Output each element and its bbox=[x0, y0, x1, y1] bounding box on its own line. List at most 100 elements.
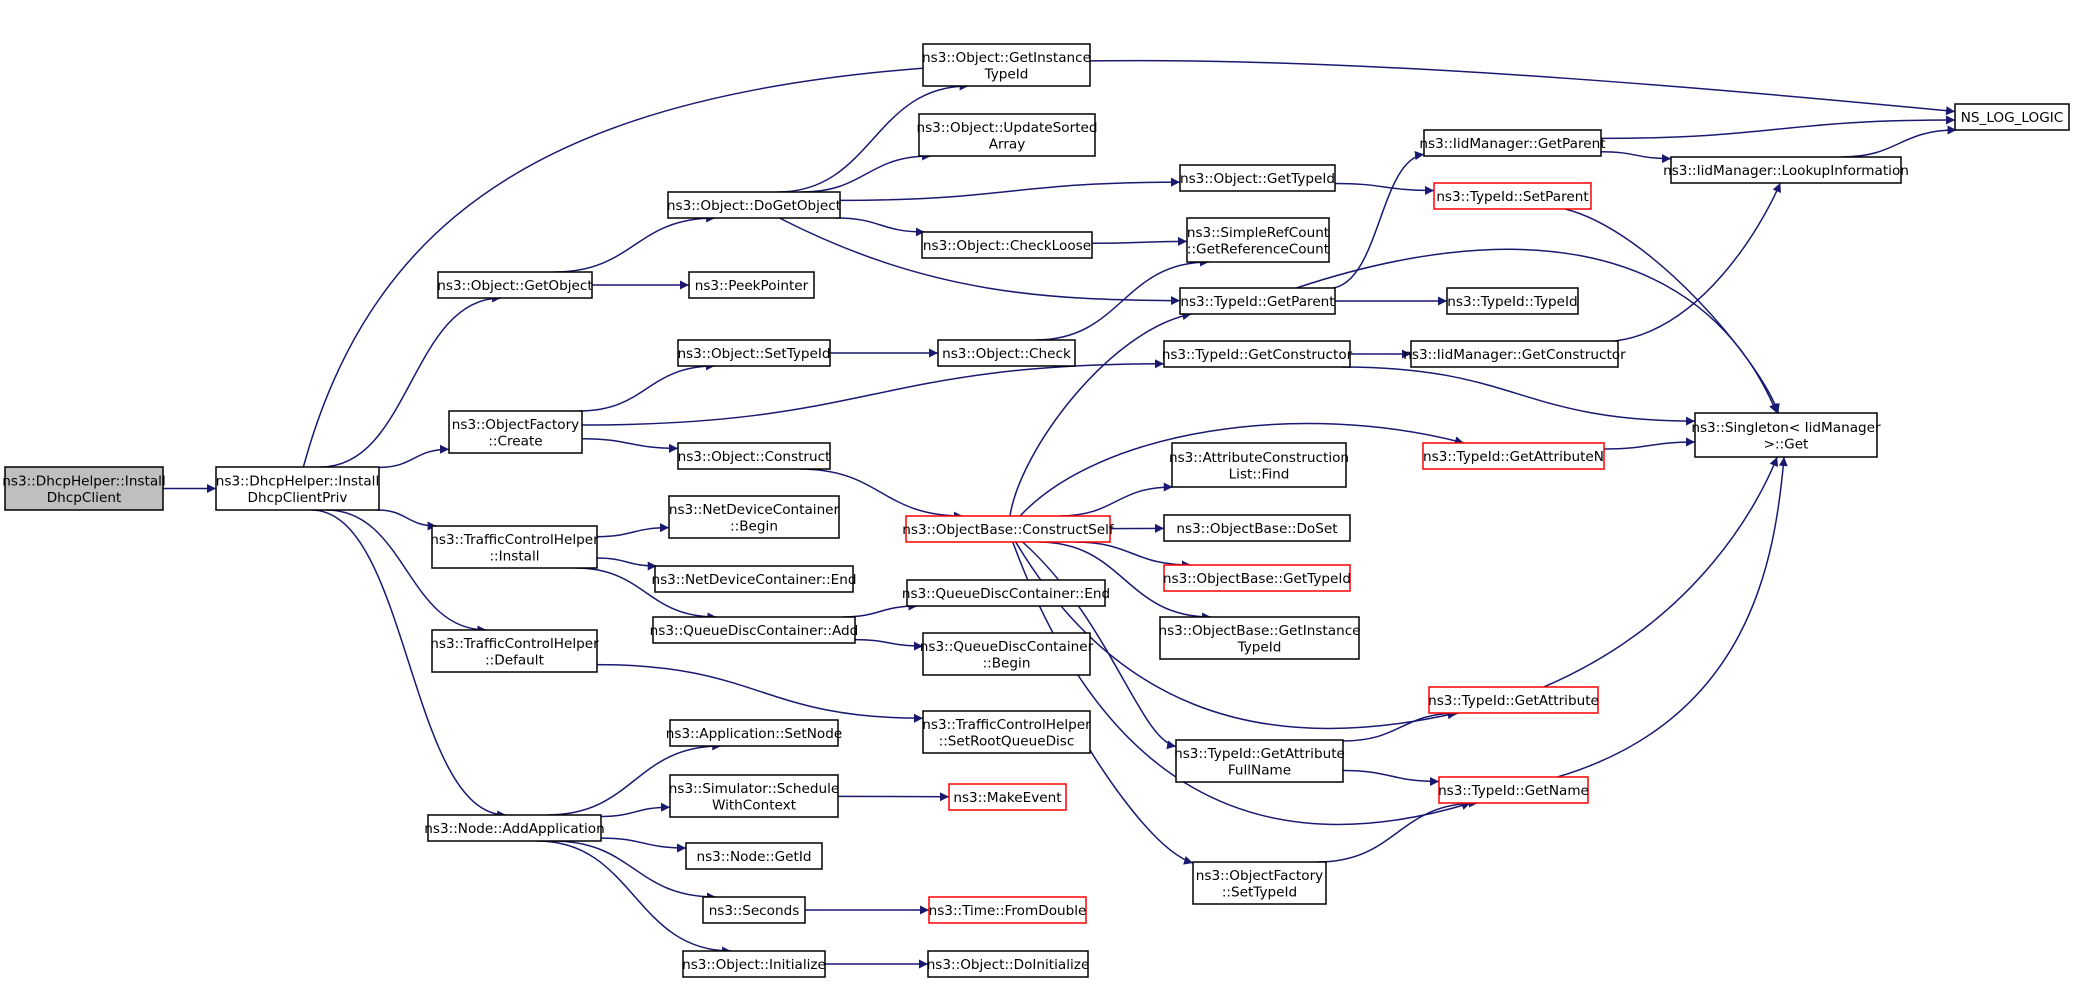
edge-n2-to-n7 bbox=[553, 213, 716, 273]
graph-node[interactable]: NS_LOG_LOGIC bbox=[1954, 103, 2070, 131]
node-label: ns3::NetDeviceContainer::End bbox=[651, 572, 856, 588]
node-label: TypeId bbox=[984, 66, 1029, 82]
graph-node[interactable]: ns3::TypeId::GetConstructor bbox=[1162, 340, 1353, 368]
node-label: ns3::TypeId::GetParent bbox=[1180, 294, 1334, 310]
graph-node[interactable]: ns3::ObjectFactory::SetTypeId bbox=[1192, 861, 1327, 905]
edge-n3-to-n9 bbox=[578, 361, 715, 412]
graph-node[interactable]: ns3::TypeId::TypeId bbox=[1446, 287, 1579, 315]
graph-node[interactable]: ns3::TrafficControlHelper::Install bbox=[430, 525, 599, 569]
graph-node[interactable]: ns3::Node::GetId bbox=[685, 842, 823, 870]
node-label: NS_LOG_LOGIC bbox=[1961, 110, 2064, 126]
edge-n13-to-n25 bbox=[854, 638, 924, 651]
graph-node[interactable]: ns3::Application::SetNode bbox=[666, 719, 842, 747]
graph-node[interactable]: ns3::Object::GetObject bbox=[437, 271, 593, 299]
edge-n6-to-n14 bbox=[547, 741, 722, 816]
graph-node[interactable]: ns3::Time::FromDouble bbox=[928, 896, 1087, 924]
node-label: ns3::IidManager::LookupInformation bbox=[1663, 163, 1909, 179]
edge-n23-to-n37 bbox=[1037, 541, 1212, 622]
node-label: ::Default bbox=[485, 652, 544, 668]
graph-node[interactable]: ns3::PeekPointer bbox=[688, 271, 815, 299]
node-box bbox=[682, 950, 826, 978]
edge-n4-to-n12 bbox=[596, 557, 657, 571]
node-box bbox=[1694, 412, 1878, 458]
graph-node[interactable]: ns3::ObjectBase::DoSet bbox=[1163, 514, 1351, 542]
edge-n6-to-n17 bbox=[552, 840, 717, 902]
graph-node[interactable]: ns3::Object::DoGetObject bbox=[667, 191, 841, 219]
edges-layer bbox=[163, 59, 1957, 969]
node-box-truncated bbox=[1428, 686, 1599, 714]
node-box bbox=[922, 710, 1091, 754]
node-label: ::Begin bbox=[730, 518, 778, 534]
edge-n46-to-n48 bbox=[1557, 456, 1788, 778]
node-box-truncated bbox=[1433, 182, 1592, 210]
node-label: ns3::TrafficControlHelper bbox=[430, 636, 599, 652]
edge-n1-to-n6 bbox=[311, 509, 507, 820]
node-label: ns3::DhcpHelper::Install bbox=[2, 473, 165, 489]
graph-node[interactable]: ns3::Node::AddApplication bbox=[424, 814, 605, 842]
graph-node[interactable]: ns3::QueueDiscContainer::End bbox=[902, 579, 1110, 607]
node-label: ns3::Object::GetTypeId bbox=[1180, 171, 1335, 187]
graph-node[interactable]: ns3::IidManager::GetParent bbox=[1419, 129, 1606, 157]
edge-n4-to-n11 bbox=[596, 523, 670, 538]
graph-node[interactable]: ns3::QueueDiscContainer::Begin bbox=[920, 632, 1094, 676]
node-box bbox=[1179, 164, 1336, 192]
graph-node[interactable]: ns3::QueueDiscContainer::Add bbox=[650, 616, 859, 644]
graph-node[interactable]: ns3::TypeId::GetParent bbox=[1179, 287, 1336, 315]
graph-node[interactable]: ns3::TypeId::GetName bbox=[1438, 776, 1589, 804]
node-label: ns3::ObjectBase::ConstructSelf bbox=[902, 522, 1115, 538]
node-label: ns3::QueueDiscContainer bbox=[920, 639, 1094, 655]
graph-node[interactable]: ns3::Object::CheckLoose bbox=[921, 231, 1093, 259]
node-box-truncated bbox=[1422, 442, 1605, 470]
graph-node[interactable]: ns3::NetDeviceContainer::Begin bbox=[668, 495, 840, 539]
edge-n1-to-n4 bbox=[377, 509, 437, 531]
graph-node[interactable]: ns3::ObjectFactory::Create bbox=[448, 410, 583, 454]
node-box bbox=[1186, 217, 1330, 263]
node-label: ns3::TypeId::GetAttribute bbox=[1428, 693, 1599, 709]
graph-node[interactable]: ns3::Object::GetTypeId bbox=[1179, 164, 1336, 192]
node-box-truncated bbox=[1438, 776, 1589, 804]
node-label: Array bbox=[989, 136, 1026, 152]
graph-node[interactable]: ns3::Object::Check bbox=[937, 339, 1076, 367]
edge-n1-to-n5 bbox=[326, 509, 487, 635]
edge-n44-to-n48 bbox=[1603, 437, 1696, 450]
node-label: ns3::DhcpHelper::Install bbox=[216, 473, 379, 489]
graph-node[interactable]: ns3::Singleton< IidManager >::Get bbox=[1691, 412, 1881, 458]
graph-node[interactable]: ns3::TrafficControlHelper::Default bbox=[430, 629, 599, 673]
node-box bbox=[688, 271, 815, 299]
node-box bbox=[1159, 616, 1360, 660]
graph-node[interactable]: ns3::Object::SetTypeId bbox=[677, 339, 831, 367]
graph-node[interactable]: ns3::IidManager::GetConstructor bbox=[1403, 340, 1626, 368]
graph-node[interactable]: ns3::TypeId::GetAttributeN bbox=[1422, 442, 1605, 470]
graph-node[interactable]: ns3::SimpleRefCount::GetReferenceCount bbox=[1186, 217, 1330, 263]
edge-n7-to-n20 bbox=[800, 151, 932, 193]
graph-node[interactable]: ns3::IidManager::LookupInformation bbox=[1663, 156, 1909, 184]
edge-n5-to-n26 bbox=[596, 663, 924, 723]
graph-node[interactable]: ns3::TrafficControlHelper::SetRootQueueD… bbox=[922, 710, 1091, 754]
graph-node[interactable]: ns3::TypeId::SetParent bbox=[1433, 182, 1592, 210]
node-label: ns3::Node::GetId bbox=[696, 849, 811, 865]
node-label: ::Install bbox=[489, 548, 539, 564]
graph-node[interactable]: ns3::NetDeviceContainer::End bbox=[651, 565, 857, 593]
graph-node[interactable]: ns3::Object::DoInitialize bbox=[927, 950, 1090, 978]
graph-node[interactable]: ns3::ObjectBase::GetTypeId bbox=[1163, 564, 1351, 592]
graph-node[interactable]: ns3::ObjectBase::ConstructSelf bbox=[902, 515, 1115, 543]
graph-node[interactable]: ns3::TypeId::GetAttribute bbox=[1428, 686, 1599, 714]
node-label: TypeId bbox=[1237, 639, 1282, 655]
node-label: ::SetTypeId bbox=[1222, 884, 1297, 900]
node-label: ns3::Time::FromDouble bbox=[929, 903, 1087, 919]
node-label: ns3::Object::Check bbox=[942, 346, 1071, 362]
node-box bbox=[702, 896, 806, 924]
graph-node[interactable]: ns3::Object::Initialize bbox=[682, 950, 826, 978]
graph-node[interactable]: ns3::Seconds bbox=[702, 896, 806, 924]
graph-node[interactable]: ns3::Object::Construct bbox=[677, 442, 831, 470]
graph-node[interactable]: ns3::MakeEvent bbox=[948, 783, 1067, 811]
node-box bbox=[1423, 129, 1602, 157]
